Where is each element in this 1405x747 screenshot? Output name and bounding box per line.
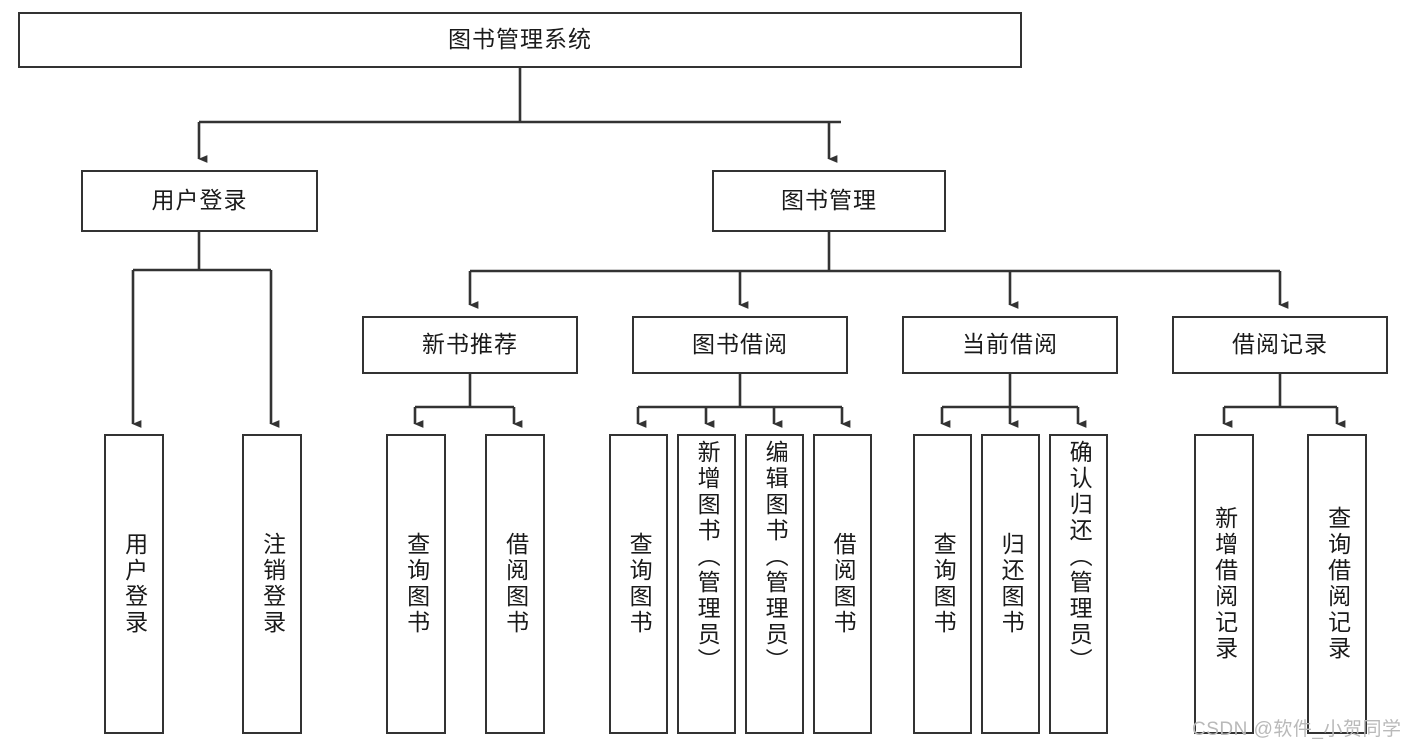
node-label: 查询图书 — [626, 532, 653, 636]
node-label: 查询图书 — [403, 532, 430, 636]
node-label: 图书借阅 — [692, 331, 788, 358]
leaf-new-book-query[interactable]: 查询图书 — [386, 434, 446, 734]
node-label: 新增借阅记录 — [1211, 506, 1238, 662]
node-label: 当前借阅 — [962, 331, 1058, 358]
node-label: 新书推荐 — [422, 331, 518, 358]
node-root-system[interactable]: 图书管理系统 — [18, 12, 1022, 68]
node-book-management[interactable]: 图书管理 — [712, 170, 946, 232]
node-label: 编辑图书（管理员） — [762, 440, 789, 674]
leaf-user-login-signin[interactable]: 用户登录 — [104, 434, 164, 734]
leaf-new-book-borrow[interactable]: 借阅图书 — [485, 434, 545, 734]
leaf-book-borrow-add[interactable]: 新增图书（管理员） — [677, 434, 736, 734]
node-label: 注销登录 — [259, 532, 286, 636]
node-label: 图书管理 — [781, 187, 877, 214]
csdn-watermark: CSDN @软件_小贺同学 — [1192, 719, 1402, 740]
node-label: 查询借阅记录 — [1324, 506, 1351, 662]
leaf-borrow-record-add[interactable]: 新增借阅记录 — [1194, 434, 1254, 734]
leaf-current-borrow-query[interactable]: 查询图书 — [913, 434, 972, 734]
node-book-borrow[interactable]: 图书借阅 — [632, 316, 848, 374]
node-label: 用户登录 — [151, 187, 248, 214]
leaf-current-borrow-return[interactable]: 归还图书 — [981, 434, 1040, 734]
leaf-current-borrow-confirm[interactable]: 确认归还（管理员） — [1049, 434, 1108, 734]
node-label: 归还图书 — [998, 532, 1025, 636]
leaf-book-borrow-edit[interactable]: 编辑图书（管理员） — [745, 434, 804, 734]
node-label: 查询图书 — [930, 532, 957, 636]
leaf-book-borrow-borrow[interactable]: 借阅图书 — [813, 434, 872, 734]
node-label: 借阅图书 — [830, 532, 857, 636]
leaf-borrow-record-query[interactable]: 查询借阅记录 — [1307, 434, 1367, 734]
node-label: 图书管理系统 — [448, 26, 592, 53]
node-borrow-record[interactable]: 借阅记录 — [1172, 316, 1388, 374]
node-label: 借阅图书 — [502, 532, 529, 636]
node-label: 确认归还（管理员） — [1066, 440, 1093, 674]
node-label: 新增图书（管理员） — [694, 440, 721, 674]
node-label: 借阅记录 — [1232, 331, 1328, 358]
leaf-book-borrow-query[interactable]: 查询图书 — [609, 434, 668, 734]
node-user-login[interactable]: 用户登录 — [81, 170, 318, 232]
node-current-borrow[interactable]: 当前借阅 — [902, 316, 1118, 374]
node-label: 用户登录 — [121, 532, 148, 636]
leaf-user-login-signout[interactable]: 注销登录 — [242, 434, 302, 734]
node-new-book-recommend[interactable]: 新书推荐 — [362, 316, 578, 374]
